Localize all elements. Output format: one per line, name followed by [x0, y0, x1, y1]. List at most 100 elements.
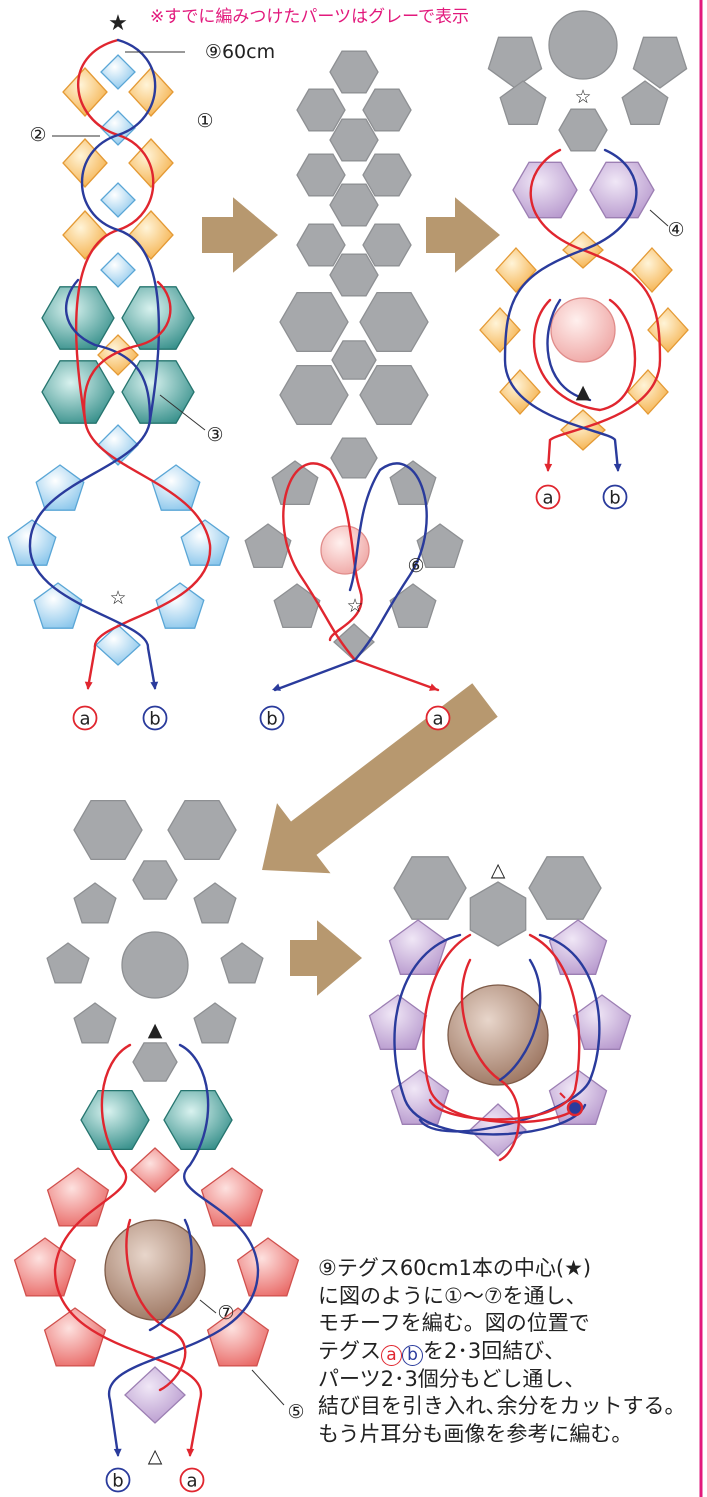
caption-line-2: に図のように①〜⑦を通し、 — [318, 1283, 587, 1308]
brown-round-bead — [447, 984, 549, 1086]
start-star-marker: ★ — [108, 11, 128, 36]
part-7-label: ⑦ — [217, 1302, 234, 1324]
purple-ring-bead — [548, 919, 608, 975]
orange-bicone-bead — [479, 307, 521, 353]
cord-b-end-label-ring — [259, 705, 285, 731]
blue-center-bead — [100, 54, 136, 90]
red-thread — [53, 1043, 203, 1457]
gray-round-bead — [121, 931, 189, 999]
blue-ring-bead — [151, 464, 201, 511]
purple-ring-bead — [388, 919, 448, 975]
gray-hex-bead — [329, 253, 379, 297]
blue-thread — [148, 1218, 193, 1332]
gray-hex-bead — [167, 799, 237, 861]
threads — [28, 38, 662, 1457]
gray-hex-bead — [362, 223, 412, 267]
part-5-label: ⑤ — [287, 1401, 304, 1423]
teal-hex-bead — [41, 360, 115, 424]
cord-a-end-label-ring — [72, 705, 98, 731]
blue-thread — [546, 298, 592, 402]
blue-center-bead — [95, 624, 141, 666]
gray-hex-bead — [558, 108, 608, 152]
gray-ring-bead — [487, 36, 543, 89]
part-4-label: ④ — [667, 219, 684, 241]
blue-ring-bead — [155, 582, 205, 629]
leader-line — [199, 1299, 217, 1314]
orange-bicone-bead — [647, 307, 689, 353]
leader-line — [251, 1369, 285, 1406]
knot-marker — [566, 1099, 584, 1117]
gray-hex-bead — [331, 340, 377, 380]
orange-bicone-bead — [631, 247, 673, 293]
thread-arrowhead — [113, 1448, 122, 1457]
gray-ring-bead — [621, 80, 669, 126]
red-thread — [422, 933, 582, 1124]
knot-tail — [559, 1092, 566, 1099]
purple-ring-bead — [368, 994, 428, 1050]
thread-arrowhead — [272, 683, 281, 691]
cord-b-end-label: b — [149, 709, 160, 730]
gray-hex-bead — [329, 118, 379, 162]
gray-hex-bead — [132, 1042, 178, 1082]
part-6-label: ⑥ — [407, 555, 424, 577]
red-thread — [328, 468, 363, 642]
blue-thread — [107, 1043, 260, 1457]
part-1-label: ① — [196, 110, 213, 132]
gray-ring-bead — [73, 1002, 117, 1044]
bead-shapes — [7, 10, 689, 1424]
cord-a-end-label-ring — [535, 484, 561, 510]
gray-hex-bead — [362, 153, 412, 197]
header-note: ※すでに編みつけたパーツはグレーで表示 — [150, 7, 470, 27]
red-ring-bead — [13, 1237, 77, 1297]
gray-ring-bead — [389, 583, 437, 629]
orange-bicone-bead — [495, 247, 537, 293]
blue-thread — [28, 38, 161, 690]
teal-hex-bead — [163, 1089, 233, 1151]
flow-arrow — [262, 683, 498, 874]
blue-thread — [418, 933, 601, 1133]
flow-arrow — [290, 920, 362, 996]
blue-thread — [393, 933, 587, 1136]
red-thread — [125, 1218, 187, 1392]
thread-arrowhead — [613, 463, 622, 472]
red-ring-bead — [236, 1237, 300, 1297]
cord-a-end-label-ring — [425, 705, 451, 731]
black-triangle-marker: ▲ — [576, 381, 591, 403]
gray-ring-bead — [632, 36, 688, 89]
cord-b-end-label: b — [112, 1471, 123, 1492]
cord-length-label: ⑨60cm — [205, 41, 275, 63]
purple-ring-bead — [390, 1069, 450, 1125]
gray-hex-bead — [296, 223, 346, 267]
orange-bicone-bead — [62, 210, 108, 260]
caption-line-7: もう片耳分も画像を参考に編む。 — [318, 1421, 633, 1446]
thread-arrowhead — [150, 681, 159, 690]
gray-round-bead — [548, 10, 618, 80]
caption-line-6: 結び目を引き入れ､余分をカットする。 — [318, 1394, 686, 1418]
white-star-marker: ☆ — [574, 86, 591, 108]
cord-b-end-label: b — [609, 488, 620, 509]
orange-bicone-bead — [128, 67, 174, 117]
cord-b-end-label-ring — [142, 705, 168, 731]
white-star-marker: ☆ — [109, 587, 126, 609]
purple-hex-bead — [589, 161, 655, 219]
gray-hex-bead — [132, 860, 178, 900]
cord-a-end-label: a — [186, 1471, 197, 1492]
gray-ring-bead — [271, 460, 319, 506]
red-ring-bead — [46, 1167, 110, 1227]
gray-hex-bead — [359, 291, 429, 353]
orange-bicone-bead — [128, 138, 174, 188]
caption-line-3: モチーフを編む。図の位置で — [318, 1311, 590, 1335]
cord-b-end-label-ring — [105, 1467, 131, 1493]
white-triangle-marker: △ — [491, 859, 506, 881]
red-thread — [82, 280, 172, 422]
thread-arrowhead — [429, 683, 438, 691]
orange-bicone-bead — [62, 67, 108, 117]
caption-line-4-post: を2･3回結び、 — [423, 1338, 566, 1363]
gray-hex-bead — [296, 153, 346, 197]
flow-arrow — [202, 197, 278, 273]
thread-arrowhead — [544, 463, 553, 472]
red-bicone-bead — [130, 1147, 180, 1193]
